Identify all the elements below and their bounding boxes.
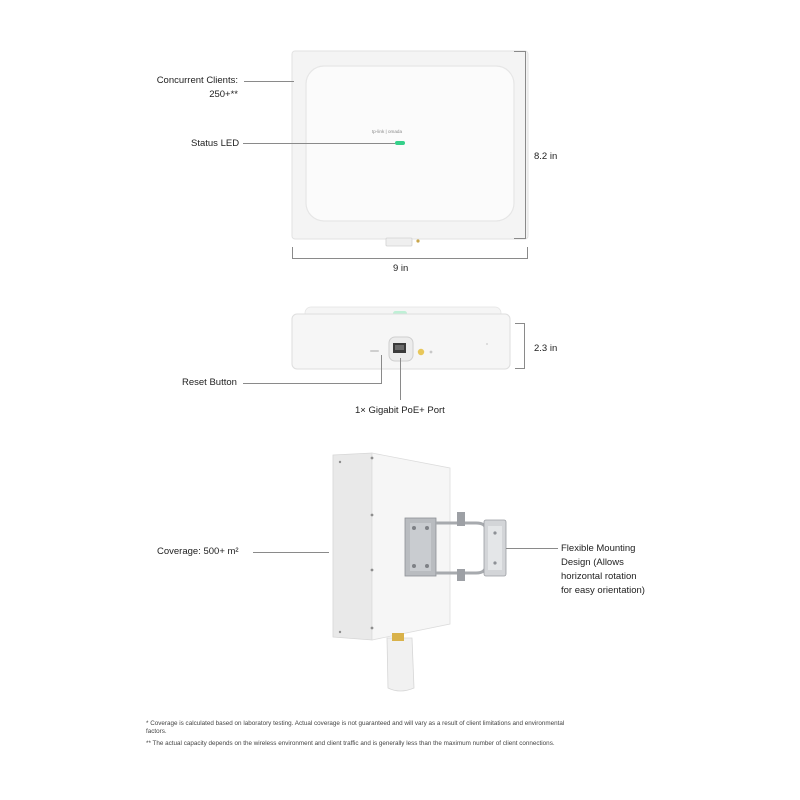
depth-dim-top-tick [515,323,525,324]
width-dim-line [292,258,528,259]
width-dim-left-tick [292,247,293,259]
concurrent-clients-label: Concurrent Clients: 250+** [153,74,238,102]
coverage-label: Coverage: 500+ m² [157,546,239,557]
footnote-coverage-line1: * Coverage is calculated based on labora… [146,720,565,727]
coverage-leader [253,552,329,553]
depth-dimension: 2.3 in [534,343,558,354]
height-dim-line [525,51,526,239]
status-led-light [395,141,405,145]
height-dimension: 8.2 in [534,151,558,162]
depth-dim-bottom-tick [515,368,525,369]
concurrent-clients-line1: Concurrent Clients: [156,75,238,86]
mounting-line4: for easy orientation) [561,585,645,596]
reset-button-label: Reset Button [182,377,237,388]
footnote-coverage-line2: factors. [146,728,167,735]
concurrent-clients-leader [244,81,294,82]
width-dimension: 9 in [393,263,409,274]
height-dim-bottom-tick [514,238,526,239]
mount-leader [506,548,558,549]
concurrent-clients-line2: 250+** [209,89,238,100]
device-mounted-view [332,452,507,692]
reset-leader-vertical [381,355,382,383]
reset-leader-horizontal [243,383,382,384]
height-dim-top-tick [514,51,526,52]
status-led-label: Status LED [191,138,240,149]
depth-dim-line [524,323,525,369]
mounting-line3: horizontal rotation [561,571,637,582]
device-bottom-view [291,306,511,370]
mounting-line1: Flexible Mounting [561,543,636,554]
footnote-capacity: ** The actual capacity depends on the wi… [146,740,555,747]
mounting-design-label: Flexible Mounting Design (Allows horizon… [561,542,645,598]
mounting-line2: Design (Allows [561,557,624,568]
device-logo: tp-link | omada [372,129,402,134]
device-front-view [291,50,529,247]
poe-port-label: 1× Gigabit PoE+ Port [355,405,445,416]
footnote-coverage: * Coverage is calculated based on labora… [146,720,646,736]
poe-port-leader [400,358,401,400]
status-led-leader [243,143,395,144]
width-dim-right-tick [527,247,528,259]
